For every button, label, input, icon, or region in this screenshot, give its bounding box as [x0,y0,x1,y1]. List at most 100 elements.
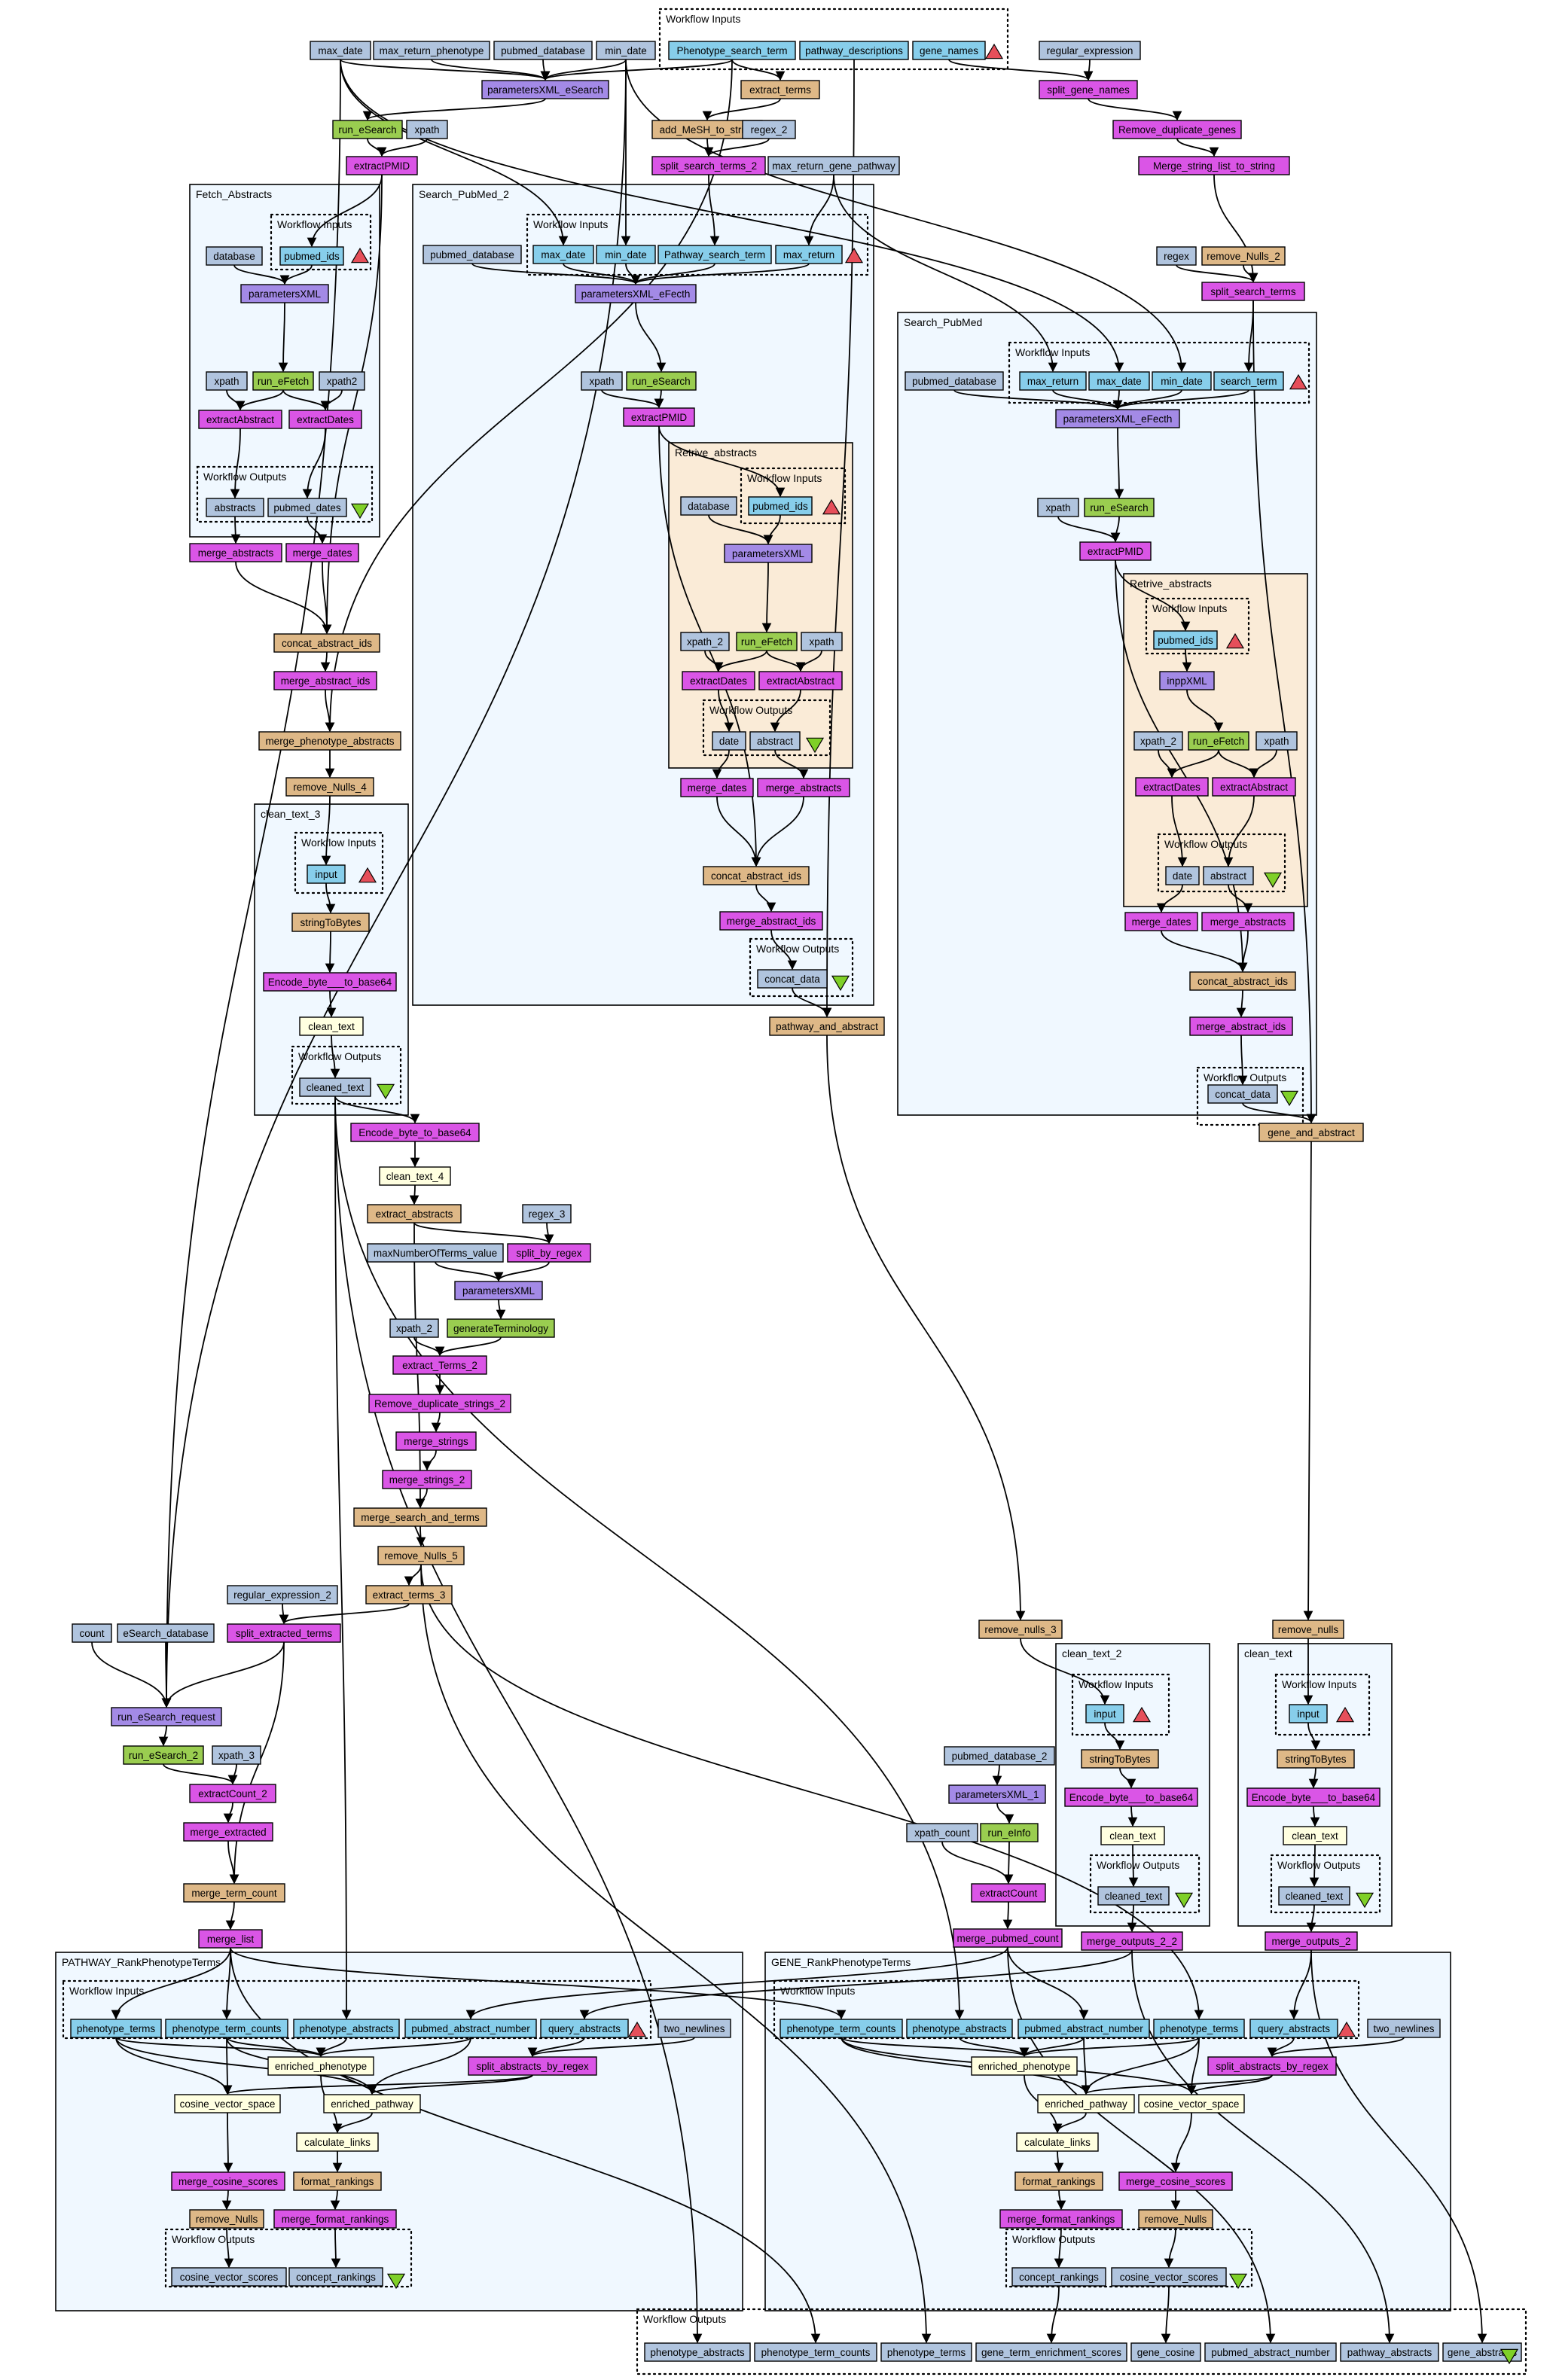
node-box[interactable] [1340,2342,1439,2362]
node-box[interactable] [1014,2171,1103,2191]
node-box[interactable] [626,371,697,391]
node-run_eSearch_2[interactable]: run_eSearch_2 [123,1745,204,1765]
node-box[interactable] [596,41,656,60]
node-Remove_duplicate_strings_2[interactable]: Remove_duplicate_strings_2 [368,1394,511,1413]
node-box[interactable] [1213,371,1284,391]
node-merge_strings_2[interactable]: merge_strings_2 [382,1470,472,1489]
node-gr_pubmed_abstract_number[interactable]: pubmed_abstract_number [1017,2019,1150,2038]
node-box[interactable] [285,777,374,797]
node-merge_abstract_ids_top[interactable]: merge_abstract_ids [273,671,377,690]
node-box[interactable] [912,41,986,60]
node-box[interactable] [350,1123,480,1142]
node-sp_min_date[interactable]: min_date [1152,371,1212,391]
node-ct2_clean_text[interactable]: clean_text [1100,1826,1165,1845]
node-box[interactable] [1037,2094,1135,2113]
node-box[interactable] [1124,912,1198,931]
node-box[interactable] [165,2019,288,2038]
node-box[interactable] [1100,1826,1165,1845]
node-merge_abstracts_top[interactable]: merge_abstracts [189,543,282,562]
node-box[interactable] [1153,630,1218,650]
node-gr_phenotype_abstracts[interactable]: phenotype_abstracts [906,2019,1013,2038]
node-spr_date[interactable]: date [1165,866,1200,885]
node-merge_strings[interactable]: merge_strings [395,1431,477,1451]
node-box[interactable] [757,969,828,989]
node-ct_Encode[interactable]: Encode_byte___to_base64 [1246,1787,1381,1807]
node-box[interactable] [540,2019,629,2038]
node-box[interactable] [532,245,594,264]
node-pr_concept_rankings[interactable]: concept_rankings [288,2267,383,2287]
node-box[interactable] [1111,2267,1227,2287]
node-box[interactable] [368,1394,511,1413]
node-gr_two_newlines[interactable]: two_newlines [1367,2019,1441,2038]
node-sp_max_return[interactable]: max_return [1019,371,1087,391]
node-gr_enriched_pathway[interactable]: enriched_pathway [1037,2094,1135,2113]
node-box[interactable] [454,1281,543,1300]
node-box[interactable] [740,80,820,99]
node-box[interactable] [183,1822,273,1842]
node-box[interactable] [404,2019,537,2038]
node-regex[interactable]: regex [1156,246,1197,266]
node-box[interactable] [575,284,697,303]
node-box[interactable] [703,866,810,885]
node-box[interactable] [719,911,823,931]
node-Phenotype_search_term[interactable]: Phenotype_search_term [668,41,796,60]
node-box[interactable] [1097,1886,1170,1906]
node-sp2r_parametersXML[interactable]: parametersXML [724,544,813,563]
node-sp_extractPMID[interactable]: extractPMID [1079,541,1152,561]
node-gr_cosine_vector_space[interactable]: cosine_vector_space [1138,2094,1245,2113]
node-box[interactable] [1138,2094,1245,2113]
node-box[interactable] [769,1016,885,1036]
node-generateTerminology[interactable]: generateTerminology [447,1318,555,1338]
node-box[interactable] [310,41,371,60]
node-ct3_Encode[interactable]: Encode_byte___to_base64 [263,972,397,992]
node-pr_split_abstracts_by_regex[interactable]: split_abstracts_by_regex [468,2056,597,2076]
node-fa_xpath[interactable]: xpath [206,371,248,391]
node-box[interactable] [206,498,264,517]
node-box[interactable] [323,2094,421,2113]
node-box[interactable] [1019,371,1087,391]
node-parametersXML_eSearch[interactable]: parametersXML_eSearch [481,80,609,99]
node-box[interactable] [522,1204,572,1224]
node-split_search_terms_2[interactable]: split_search_terms_2 [651,156,766,175]
node-box[interactable] [279,246,344,266]
node-box[interactable] [296,2132,379,2152]
node-box[interactable] [668,41,796,60]
node-box[interactable] [171,2267,287,2287]
node-box[interactable] [682,671,755,690]
node-box[interactable] [742,120,796,139]
node-box[interactable] [367,1204,462,1224]
node-box[interactable] [680,778,754,797]
node-ct3_cleaned_text[interactable]: cleaned_text [299,1077,371,1097]
node-fa_pubmed_ids[interactable]: pubmed_ids [279,246,344,266]
node-box[interactable] [775,245,843,264]
node-extractCount[interactable]: extractCount [971,1883,1046,1903]
node-box[interactable] [111,1707,222,1726]
node-ct2_stringToBytes[interactable]: stringToBytes [1081,1749,1159,1769]
node-box[interactable] [1088,371,1150,391]
node-ct_input[interactable]: input [1289,1704,1328,1723]
node-box[interactable] [507,1243,591,1263]
node-split_by_regex[interactable]: split_by_regex [507,1243,591,1263]
node-box[interactable] [906,1823,978,1842]
node-box[interactable] [758,671,843,690]
node-sp2r_date[interactable]: date [712,731,746,751]
node-box[interactable] [905,371,1004,391]
node-box[interactable] [379,1166,451,1186]
node-remove_Nulls_4[interactable]: remove_Nulls_4 [285,777,374,797]
node-box[interactable] [1152,371,1212,391]
node-sp2r_xpath[interactable]: xpath [801,632,843,651]
node-out_phenotype_abstracts[interactable]: phenotype_abstracts [644,2342,751,2362]
node-ct_stringToBytes[interactable]: stringToBytes [1277,1749,1355,1769]
node-sp2_run_eSearch[interactable]: run_eSearch [626,371,697,391]
node-box[interactable] [906,2019,1013,2038]
node-ct_cleaned_text[interactable]: cleaned_text [1278,1886,1350,1906]
node-box[interactable] [299,1077,371,1097]
node-box[interactable] [307,864,346,884]
node-merge_pubmed_count[interactable]: merge_pubmed_count [953,1928,1063,1948]
node-box[interactable] [1204,2342,1337,2362]
node-box[interactable] [1367,2019,1441,2038]
node-count[interactable]: count [72,1623,112,1643]
node-box[interactable] [978,1620,1063,1639]
node-box[interactable] [680,632,730,651]
node-box[interactable] [468,2056,597,2076]
